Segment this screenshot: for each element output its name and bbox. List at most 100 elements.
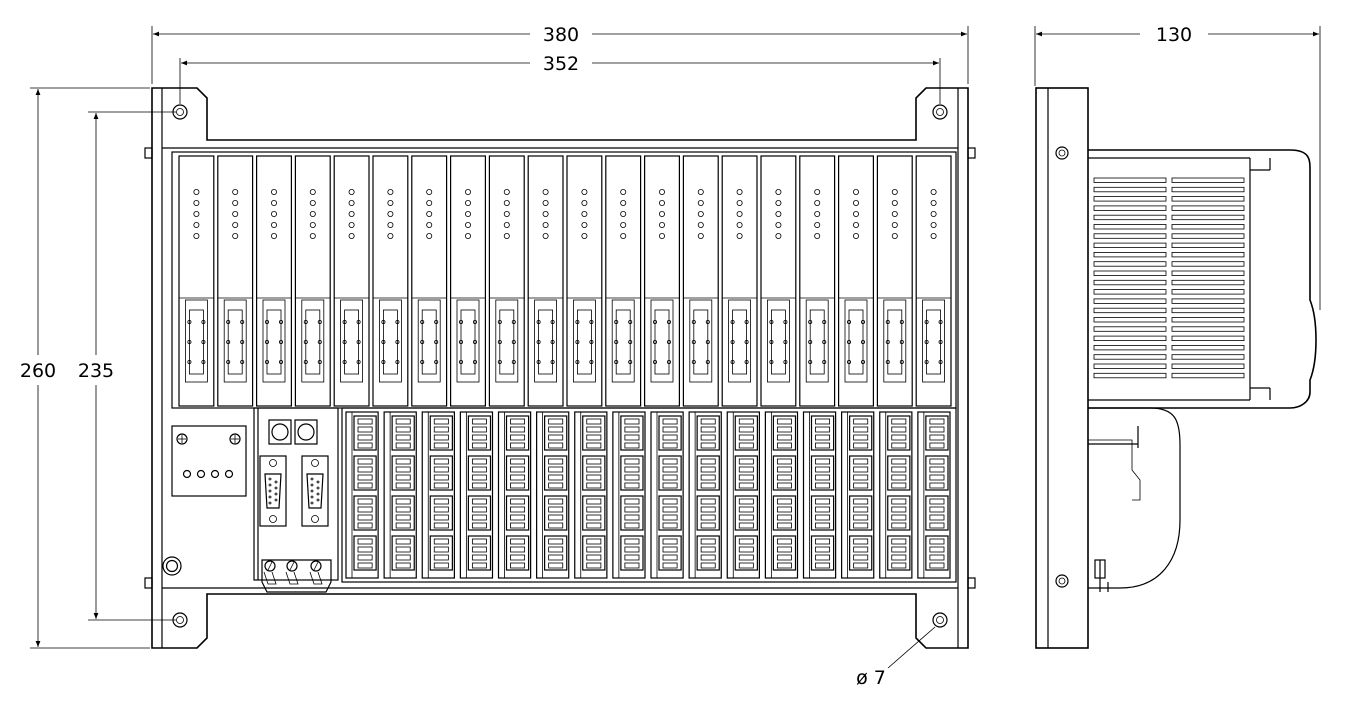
module-led (193, 221, 200, 228)
module-led (659, 188, 666, 195)
terminal-block (544, 495, 568, 531)
module-led (814, 221, 821, 228)
vent-slot (1171, 186, 1245, 193)
module-led (542, 232, 549, 239)
terminal-block (810, 415, 835, 451)
module-led (542, 210, 549, 217)
terminal-column (459, 411, 494, 579)
terminal-block (658, 455, 682, 491)
io-module (256, 155, 293, 407)
vent-slot (1093, 298, 1167, 304)
vent-slot (1093, 233, 1167, 239)
power-led (196, 469, 206, 479)
io-module (682, 155, 719, 407)
module-led (387, 188, 394, 195)
module-led (426, 232, 433, 239)
vent-slot (1171, 289, 1245, 295)
vent-slot (1171, 205, 1245, 211)
module-led (464, 188, 471, 195)
module-led (853, 188, 860, 195)
terminal-block (505, 495, 530, 531)
terminal-block (353, 535, 377, 571)
terminal-column (917, 411, 951, 579)
rotary-switch-1 (268, 419, 292, 445)
module-led (620, 188, 627, 195)
module-led (232, 210, 239, 217)
module-led (464, 232, 471, 239)
terminal-column (879, 411, 913, 579)
module-led (930, 188, 937, 195)
module-led (659, 210, 666, 217)
module-led (891, 199, 898, 206)
dsub-connector (301, 455, 329, 527)
vent-slot (1171, 317, 1245, 323)
vent-slot (1171, 270, 1245, 276)
module-led (193, 199, 200, 206)
terminal-block (772, 535, 797, 571)
module-led (853, 199, 860, 206)
terminal-block (544, 535, 568, 571)
io-module (372, 155, 409, 407)
terminal-column (497, 411, 532, 579)
module-lever (728, 299, 751, 383)
vent-slot (1093, 335, 1167, 342)
power-led (224, 469, 234, 479)
terminal-column (345, 411, 379, 579)
vent-slot (1171, 298, 1245, 304)
module-led (232, 199, 239, 206)
module-led (775, 188, 782, 195)
module-led (426, 188, 433, 195)
module-led (426, 210, 433, 217)
module-led (697, 188, 704, 195)
module-lever (340, 299, 364, 383)
module-led (270, 188, 277, 195)
dim-overall-height: 260 (20, 360, 56, 382)
bus-coupler (253, 407, 339, 593)
module-led (503, 232, 510, 239)
module-lever (262, 299, 286, 383)
module-led (853, 210, 860, 217)
module-led (309, 188, 316, 195)
module-lever (456, 299, 480, 383)
vent-slot (1171, 279, 1245, 286)
module-led (503, 221, 510, 228)
terminal-block (887, 535, 911, 571)
vent-slot (1093, 307, 1167, 314)
module-lever (378, 299, 402, 383)
module-led (503, 199, 510, 206)
io-module (294, 155, 331, 407)
vent-slot (1171, 177, 1245, 183)
terminal-block (429, 455, 453, 491)
vent-slot (1093, 261, 1167, 267)
module-led (348, 232, 355, 239)
terminal-block (658, 495, 682, 531)
terminal-block (734, 415, 758, 451)
module-led (193, 188, 200, 195)
module-led (232, 232, 239, 239)
module-led (309, 199, 316, 206)
io-module (217, 155, 254, 407)
terminal-block (810, 455, 835, 491)
io-module (837, 155, 874, 407)
terminal-column (688, 411, 722, 579)
terminal-block (696, 495, 720, 531)
module-led (659, 232, 666, 239)
module-lever (922, 299, 945, 383)
module-led (736, 188, 743, 195)
module-led (814, 188, 821, 195)
io-module (488, 155, 525, 407)
module-led (736, 232, 743, 239)
power-module-leds (182, 469, 234, 479)
module-led (348, 199, 355, 206)
module-led (348, 221, 355, 228)
terminal-block (582, 415, 606, 451)
terminal-block (849, 455, 873, 491)
terminal-block (772, 415, 797, 451)
vent-slot (1093, 251, 1167, 258)
vent-slot (1171, 326, 1245, 332)
module-led (464, 221, 471, 228)
terminal-block (887, 455, 911, 491)
terminal-block (696, 455, 720, 491)
module-led (270, 221, 277, 228)
dimension-lines (30, 26, 1321, 669)
